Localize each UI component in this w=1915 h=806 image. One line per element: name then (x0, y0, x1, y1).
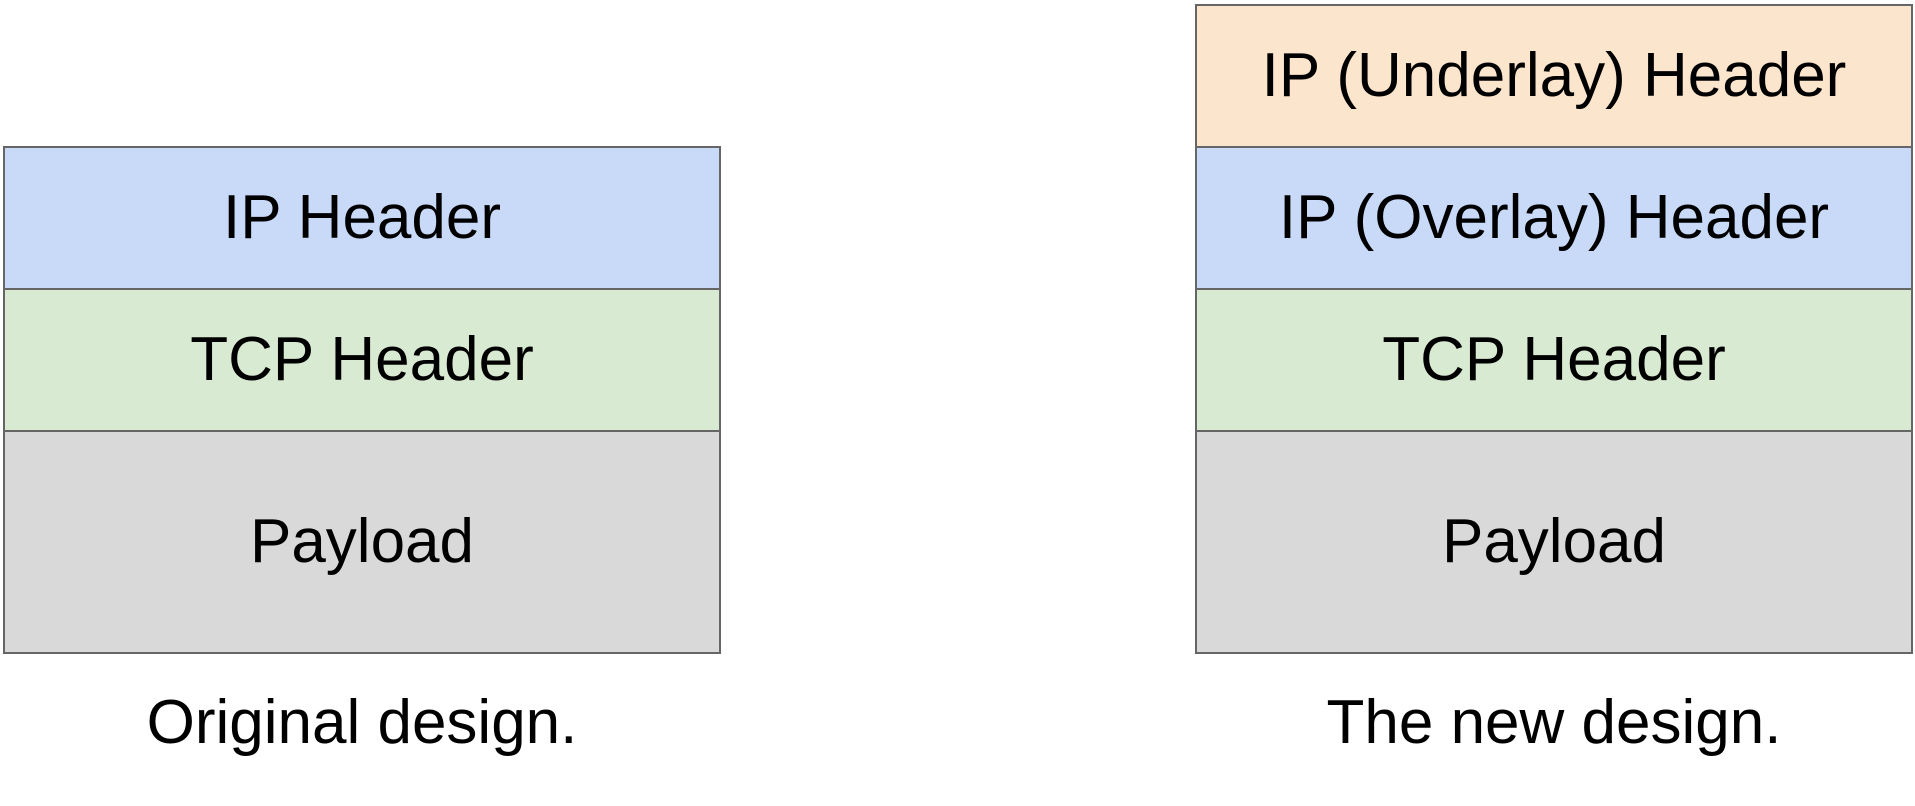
tcp-header-label: TCP Header (1382, 325, 1726, 394)
new-packet-stack: IP (Underlay) Header IP (Overlay) Header… (1195, 4, 1913, 654)
payload-label: Payload (249, 507, 475, 576)
ip-underlay-header-layer: IP (Underlay) Header (1195, 4, 1913, 148)
ip-overlay-header-layer: IP (Overlay) Header (1195, 146, 1913, 290)
tcp-header-layer: TCP Header (3, 288, 721, 432)
payload-layer: Payload (3, 430, 721, 654)
original-design-caption: Original design. (146, 688, 578, 757)
ip-header-label: IP Header (222, 183, 502, 252)
ip-overlay-header-label: IP (Overlay) Header (1278, 183, 1830, 252)
tcp-header-layer: TCP Header (1195, 288, 1913, 432)
payload-label: Payload (1441, 507, 1667, 576)
payload-layer: Payload (1195, 430, 1913, 654)
ip-underlay-header-label: IP (Underlay) Header (1261, 41, 1847, 110)
ip-header-layer: IP Header (3, 146, 721, 290)
original-packet-stack: IP Header TCP Header Payload (3, 146, 721, 654)
new-design-caption: The new design. (1326, 688, 1782, 757)
tcp-header-label: TCP Header (190, 325, 534, 394)
